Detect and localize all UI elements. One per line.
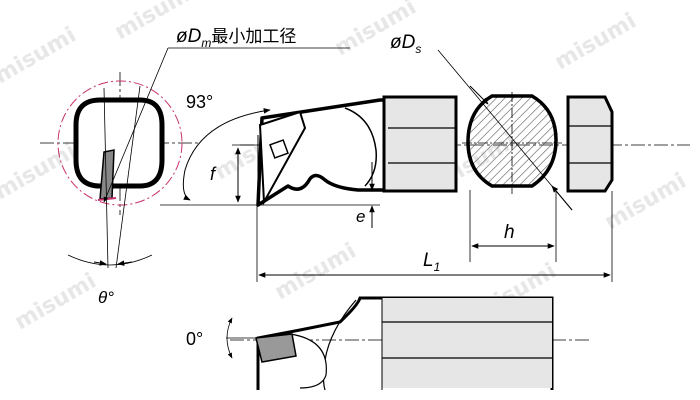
- l1-symbol: L: [423, 250, 434, 271]
- dm-min-bore-circle: [57, 80, 183, 206]
- angle-93-annotation: 93°: [182, 92, 271, 201]
- top-view: [160, 95, 690, 282]
- ds-symbol: øD: [390, 32, 416, 53]
- h-label: h: [504, 222, 515, 243]
- side-insert: [255, 333, 297, 363]
- cross-section: øDs h: [390, 32, 573, 262]
- side-neck-curve: [322, 299, 357, 391]
- watermark-text: misumi: [551, 9, 641, 75]
- shank-end-profile: [73, 97, 165, 189]
- watermark-text: misumi: [271, 239, 361, 305]
- watermark-text: misumi: [11, 269, 101, 335]
- l1-subscript: 1: [434, 260, 441, 274]
- dm-leader-diagonal: [103, 47, 169, 203]
- dm-label: øDm最小加工径: [176, 26, 296, 50]
- theta-label: θ°: [98, 288, 114, 307]
- theta-arrow-left: [93, 260, 107, 266]
- end-view: θ°: [40, 72, 200, 307]
- watermark-text: misumi: [0, 139, 81, 205]
- l1-label: L1: [423, 250, 440, 274]
- e-dimension: e: [356, 162, 375, 228]
- theta-line-2: [115, 85, 141, 269]
- side-view: 0°: [186, 296, 590, 391]
- shank-end-piece: [566, 95, 614, 193]
- f-dimension: f: [210, 147, 241, 203]
- ds-arrow-2: [551, 185, 573, 211]
- dm-annotation: øDm最小加工径: [103, 26, 350, 203]
- l1-dimension: L1: [258, 250, 611, 278]
- angle-93-label: 93°: [186, 92, 213, 112]
- theta-arc: [67, 254, 153, 266]
- f-label: f: [210, 164, 217, 184]
- e-label: e: [356, 207, 365, 226]
- zero-angle-arc: [226, 317, 233, 359]
- theta-line-1: [103, 87, 109, 269]
- angle-93-arc: [182, 108, 271, 201]
- shank-body: [382, 95, 458, 193]
- watermark-text: misumi: [601, 169, 691, 235]
- side-view-outline: [256, 296, 554, 390]
- dm-symbol: øD: [176, 26, 202, 47]
- dm-text: 最小加工径: [211, 27, 296, 46]
- side-shank-body: [382, 298, 552, 388]
- ds-subscript: s: [415, 42, 421, 56]
- ds-leader: [437, 49, 573, 211]
- watermark-text: misumi: [0, 23, 81, 89]
- ds-label: øDs: [390, 32, 421, 56]
- zero-angle-label: 0°: [186, 329, 203, 349]
- side-insert-pocket: [289, 333, 327, 389]
- neck-curve: [344, 107, 378, 187]
- theta-arrow-right: [117, 260, 133, 266]
- ds-arrow-1: [469, 85, 489, 105]
- dm-subscript: m: [201, 36, 211, 50]
- insert-clamp-screw: [269, 139, 289, 159]
